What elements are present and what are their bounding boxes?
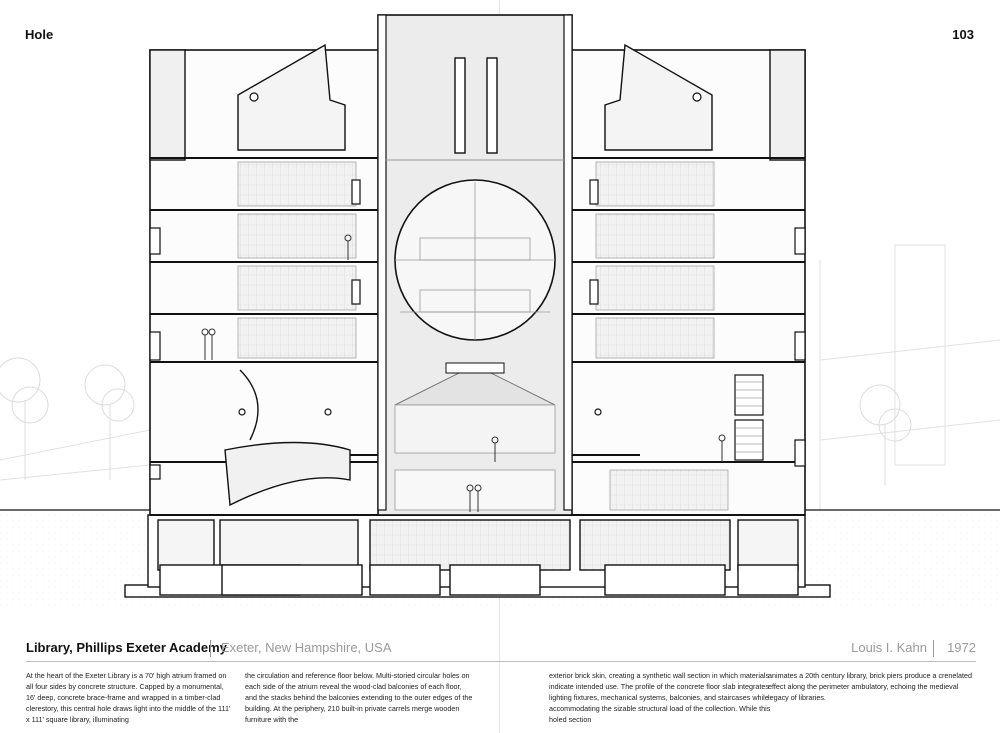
building-location: Exeter, New Hampshire, USA [221, 640, 392, 655]
architect-name: Louis I. Kahn [851, 640, 927, 655]
completion-year: 1972 [947, 640, 976, 655]
roof-profile [149, 43, 806, 161]
building-title: Library, Phillips Exeter Academy [26, 640, 227, 655]
caption-row: Library, Phillips Exeter Academy Exeter,… [26, 640, 976, 660]
spiral-stair [224, 369, 351, 507]
tree-right [859, 384, 912, 485]
page-number: 103 [952, 27, 974, 42]
carrels [149, 179, 806, 480]
caption-rule [26, 661, 976, 662]
body-text-column: At the heart of the Exeter Library is a … [26, 671, 231, 724]
right-stair [734, 374, 764, 461]
central-atrium [377, 14, 573, 516]
tree-left [0, 357, 135, 480]
section-drawing [0, 14, 1000, 610]
body-text-column: the circulation and reference floor belo… [245, 671, 473, 724]
body-text-column: exterior brick skin, creating a syntheti… [549, 671, 771, 724]
human-figures [201, 234, 726, 512]
book-stacks [237, 161, 729, 511]
body-text-column: animates a 20th century library, brick p… [768, 671, 973, 702]
caption-divider [210, 640, 211, 657]
roof-ring-openings [238, 92, 702, 416]
caption-divider [933, 640, 934, 657]
foundation [124, 514, 831, 598]
section-title: Hole [25, 27, 54, 42]
